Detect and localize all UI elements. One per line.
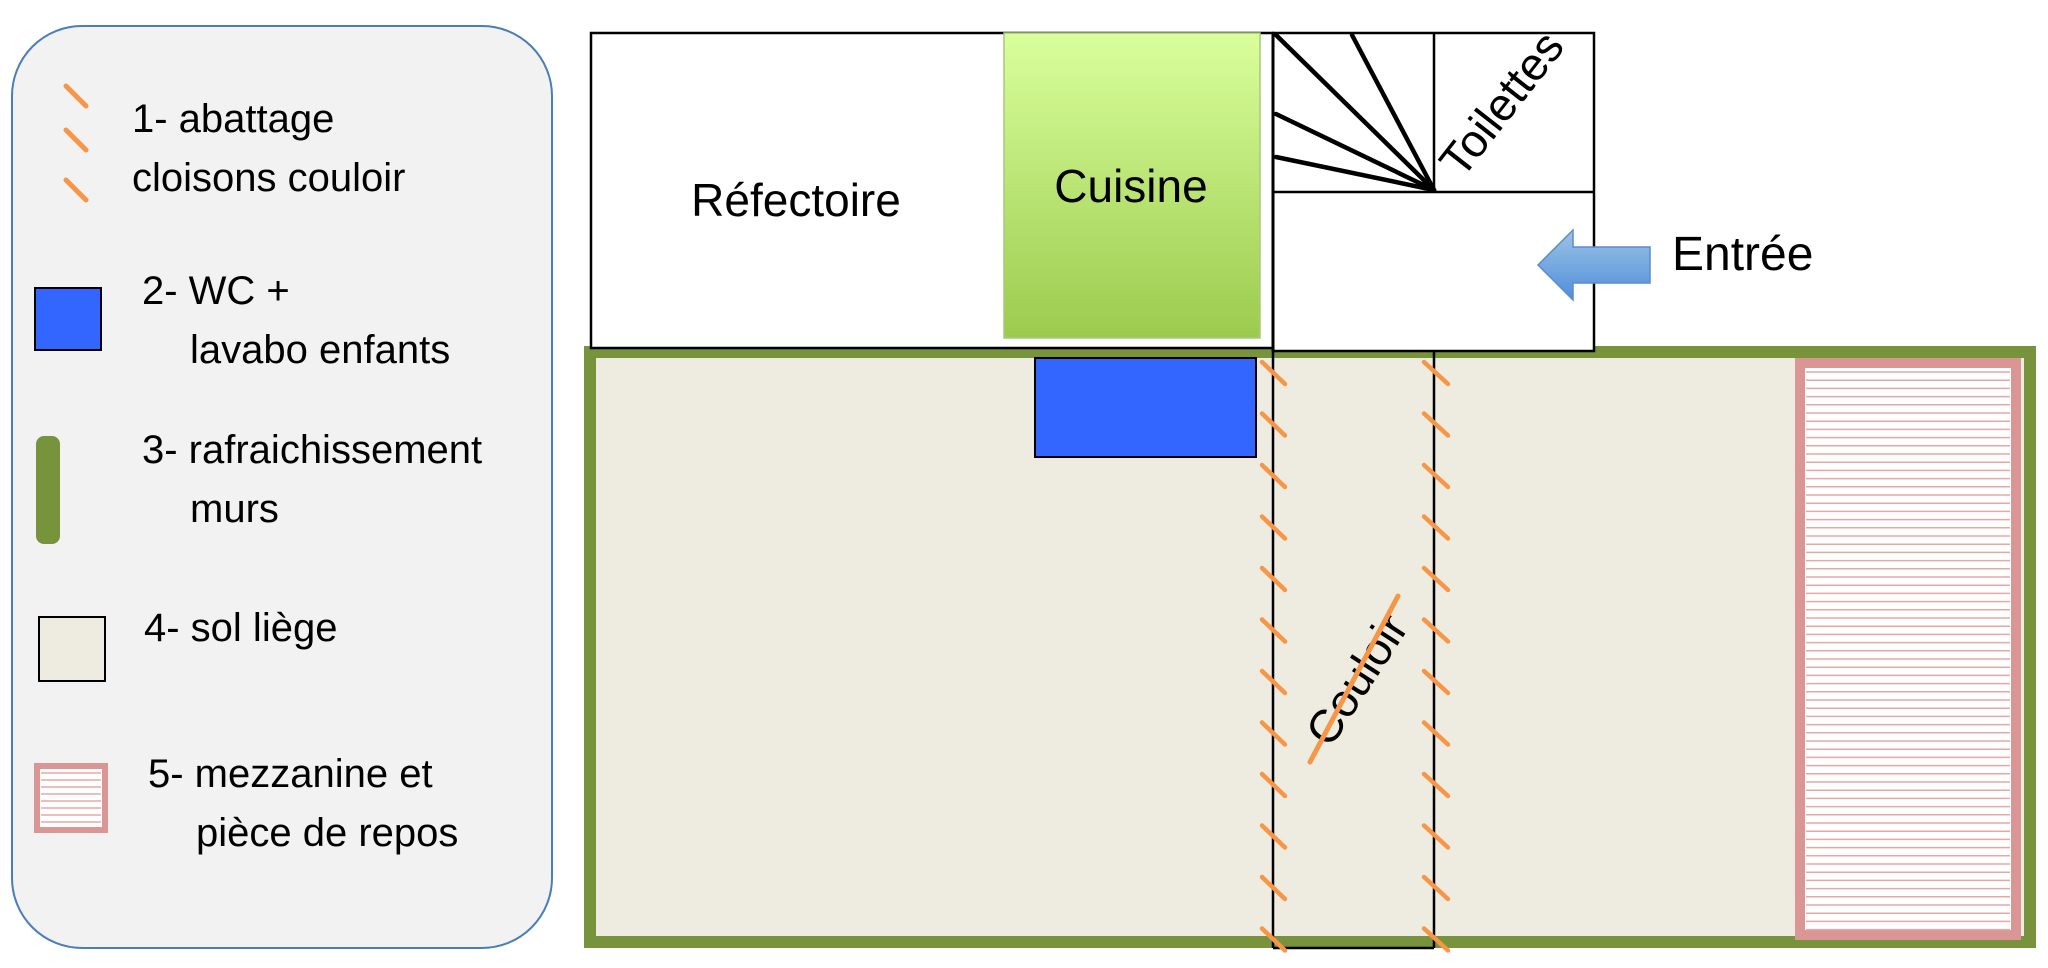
entrance-arrow-icon: [1536, 228, 1651, 302]
demolition-tick: [1259, 617, 1288, 644]
demolition-tick: [1259, 874, 1288, 902]
legend-item-3-line-2: murs: [190, 487, 279, 531]
legend-item-2-line-1: 2- WC +: [142, 269, 290, 313]
demolition-tick: [1259, 411, 1288, 438]
entree-label: Entrée: [1672, 228, 1813, 281]
cuisine-label: Cuisine: [1054, 160, 1207, 212]
legend-mezzanine-swatch-icon: [34, 763, 108, 833]
legend-wc-swatch-icon: [34, 287, 102, 351]
legend-demolition-symbol-icon: [63, 83, 89, 203]
legend-item-5-line-2: pièce de repos: [196, 811, 458, 855]
wc-lavabo-block: [1034, 357, 1257, 458]
demolition-tick: [1259, 359, 1288, 387]
demolition-tick: [1421, 720, 1451, 747]
legend-panel: [11, 25, 553, 949]
staircase-icon: [1273, 32, 1437, 193]
legend-item-4-line-1: 4- sol liège: [144, 606, 337, 650]
legend-item-3-line-1: 3- rafraichissement: [142, 428, 482, 472]
demolition-tick: [1421, 926, 1451, 953]
legend-item-5-line-1: 5- mezzanine et: [148, 752, 433, 796]
demolition-tick: [1259, 668, 1288, 696]
legend: 1- abattage cloisons couloir 2- WC + lav…: [11, 25, 553, 949]
legend-item-1-line-1: 1- abattage: [132, 97, 334, 141]
legend-item-2-line-2: lavabo enfants: [190, 328, 450, 372]
corridor-left-demolition-icon: [1259, 359, 1288, 953]
demolition-tick: [1259, 926, 1288, 953]
legend-item-1-line-2: cloisons couloir: [132, 156, 405, 200]
legend-floor-swatch-icon: [38, 616, 106, 682]
demolition-tick: [1421, 514, 1451, 541]
cuisine-room: [1003, 32, 1261, 339]
demolition-tick: [1259, 462, 1288, 490]
demolition-tick: [1259, 720, 1288, 747]
demolition-tick: [1421, 823, 1451, 850]
demolition-tick: [1421, 462, 1451, 490]
demolition-tick: [1259, 514, 1288, 541]
demolition-tick: [1421, 617, 1451, 644]
demolition-tick: [1259, 823, 1288, 850]
demolition-tick: [1421, 874, 1451, 902]
demolition-tick: [1259, 771, 1288, 799]
main-room-floor: [584, 346, 2036, 948]
demolition-tick: [1421, 771, 1451, 799]
demolition-tick: [1421, 668, 1451, 696]
refectoire-label: Réfectoire: [691, 174, 901, 226]
demolition-tick: [1421, 565, 1451, 593]
legend-walls-swatch-icon: [36, 436, 60, 544]
demolition-tick: [1421, 359, 1451, 387]
demolition-tick: [1421, 411, 1451, 438]
corridor-right-demolition-icon: [1421, 359, 1451, 953]
demolition-tick: [1259, 565, 1288, 593]
mezzanine-area: [1795, 358, 2021, 940]
couloir-strike-icon: [1307, 593, 1401, 765]
